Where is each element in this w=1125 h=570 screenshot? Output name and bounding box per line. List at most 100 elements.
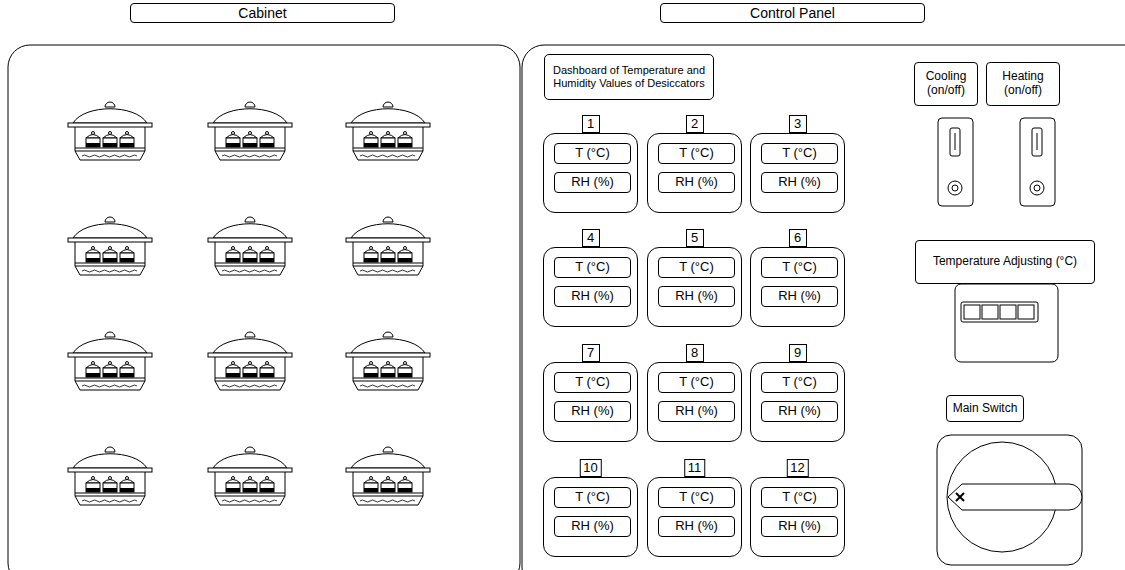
desiccator-icon [208, 102, 292, 160]
humidity-readout: RH (%) [658, 401, 735, 422]
label-text: Temperature Adjusting (°C) [933, 255, 1077, 269]
section-label: Control Panel [660, 3, 925, 23]
label-text: T (°C) [782, 375, 817, 390]
label-text: T (°C) [782, 146, 817, 161]
temperature-readout: T (°C) [761, 372, 838, 393]
label-text: Dashboard of Temperature and Humidity Va… [549, 64, 709, 89]
sensor-panel: 4T (°C)RH (%) [543, 247, 638, 327]
desiccator-number: 3 [789, 115, 807, 133]
sensor-panel: 9T (°C)RH (%) [750, 362, 845, 442]
heating-switch [1020, 118, 1055, 206]
label-text: Heating (on/off) [991, 70, 1055, 98]
sensor-panel: 3T (°C)RH (%) [750, 133, 845, 213]
desiccator-number: 6 [789, 229, 807, 247]
humidity-readout: RH (%) [761, 286, 838, 307]
desiccator-icon [68, 217, 152, 275]
toggle-label: Cooling (on/off) [914, 62, 978, 106]
desiccator-icon [346, 447, 430, 505]
sensor-panel: 7T (°C)RH (%) [543, 362, 638, 442]
desiccator-icon [346, 332, 430, 390]
label-text: Main Switch [953, 402, 1018, 416]
main-switch-knob [937, 435, 1082, 565]
temperature-readout: T (°C) [658, 487, 735, 508]
label-text: RH (%) [675, 404, 718, 419]
label-text: RH (%) [571, 289, 614, 304]
desiccator-number: 12 [786, 459, 808, 477]
label-text: RH (%) [571, 404, 614, 419]
desiccator-icon [208, 447, 292, 505]
desiccator-number: 10 [579, 459, 601, 477]
label-text: Cabinet [238, 5, 286, 21]
label-text: T (°C) [575, 490, 610, 505]
label-text: RH (%) [675, 175, 718, 190]
desiccator-number: 7 [582, 344, 600, 362]
desiccator-icon [68, 447, 152, 505]
temperature-readout: T (°C) [554, 257, 631, 278]
switch-label: Main Switch [946, 395, 1024, 422]
desiccator-number: 1 [582, 115, 600, 133]
desiccator-number: 9 [789, 344, 807, 362]
label-text: RH (%) [571, 519, 614, 534]
sensor-panel: 10T (°C)RH (%) [543, 477, 638, 557]
sensor-panel: 2T (°C)RH (%) [647, 133, 742, 213]
desiccator-icon [208, 332, 292, 390]
desiccator-number: 8 [686, 344, 704, 362]
desiccator-group [68, 102, 430, 505]
desiccator-number: 2 [686, 115, 704, 133]
sensor-panel: 11T (°C)RH (%) [647, 477, 742, 557]
label-text: T (°C) [679, 260, 714, 275]
desiccator-icon [346, 102, 430, 160]
label-text: RH (%) [778, 404, 821, 419]
dashboard-title: Dashboard of Temperature and Humidity Va… [544, 54, 714, 100]
control-panel-outline [522, 45, 1125, 570]
toggle-label: Heating (on/off) [986, 62, 1060, 106]
temperature-readout: T (°C) [554, 487, 631, 508]
temperature-readout: T (°C) [554, 372, 631, 393]
label-text: RH (%) [675, 289, 718, 304]
desiccator-number: 11 [684, 459, 706, 477]
setpoint-label: Temperature Adjusting (°C) [915, 240, 1095, 284]
humidity-readout: RH (%) [554, 401, 631, 422]
label-text: T (°C) [782, 490, 817, 505]
section-label: Cabinet [130, 3, 395, 23]
temperature-readout: T (°C) [761, 257, 838, 278]
desiccator-icon [68, 332, 152, 390]
label-text: RH (%) [571, 175, 614, 190]
label-text: RH (%) [778, 175, 821, 190]
humidity-readout: RH (%) [554, 516, 631, 537]
label-text: Control Panel [750, 5, 835, 21]
cooling-switch [938, 118, 973, 206]
desiccator-number: 5 [686, 229, 704, 247]
temperature-readout: T (°C) [761, 143, 838, 164]
temperature-readout: T (°C) [658, 257, 735, 278]
sensor-panel: 12T (°C)RH (%) [750, 477, 845, 557]
desiccator-icon [346, 217, 430, 275]
label-text: T (°C) [679, 146, 714, 161]
temperature-readout: T (°C) [658, 143, 735, 164]
label-text: RH (%) [675, 519, 718, 534]
temperature-readout: T (°C) [554, 143, 631, 164]
sensor-panel: 8T (°C)RH (%) [647, 362, 742, 442]
label-text: T (°C) [679, 375, 714, 390]
temperature-readout: T (°C) [658, 372, 735, 393]
label-text: T (°C) [575, 375, 610, 390]
humidity-readout: RH (%) [658, 516, 735, 537]
humidity-readout: RH (%) [554, 286, 631, 307]
humidity-readout: RH (%) [658, 172, 735, 193]
label-text: Cooling (on/off) [919, 70, 973, 98]
cabinet-outline [8, 45, 520, 570]
desiccator-icon [208, 217, 292, 275]
label-text: RH (%) [778, 519, 821, 534]
temperature-display [955, 284, 1058, 362]
label-text: T (°C) [679, 490, 714, 505]
sensor-panel: 1T (°C)RH (%) [543, 133, 638, 213]
desiccator-number: 4 [582, 229, 600, 247]
desiccator-icon [68, 102, 152, 160]
label-text: T (°C) [575, 146, 610, 161]
humidity-readout: RH (%) [658, 286, 735, 307]
humidity-readout: RH (%) [761, 516, 838, 537]
temperature-readout: T (°C) [761, 487, 838, 508]
humidity-readout: RH (%) [554, 172, 631, 193]
sensor-panel: 5T (°C)RH (%) [647, 247, 742, 327]
